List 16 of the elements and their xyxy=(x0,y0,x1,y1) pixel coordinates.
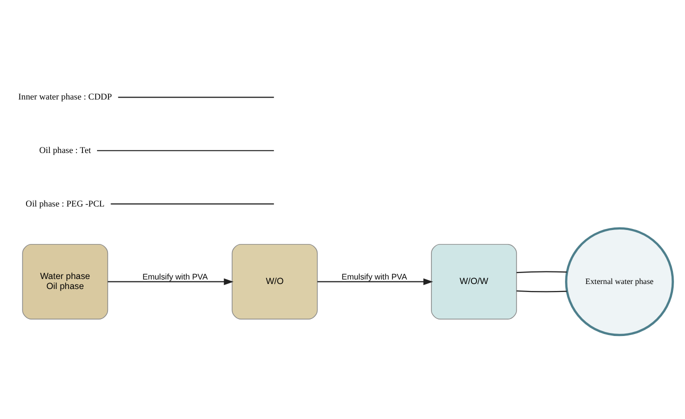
node-box: W/O xyxy=(232,244,318,320)
node-circle: External water phase xyxy=(565,227,674,336)
node-box: W/O/W xyxy=(431,244,517,320)
connector xyxy=(118,96,274,98)
edge-label: Emulsify with PVA xyxy=(142,272,208,282)
arrow xyxy=(317,278,434,286)
node-text: Oil phase : PEG -PCL xyxy=(26,198,105,208)
edge-label: Emulsify with PVA xyxy=(342,272,408,282)
arrow xyxy=(108,278,234,286)
node-box: Water phase Oil phase xyxy=(22,244,108,320)
node-text: Oil phase : Tet xyxy=(39,144,91,155)
connector xyxy=(516,271,567,274)
connector xyxy=(516,290,567,292)
connector xyxy=(97,150,274,152)
connector xyxy=(110,203,274,204)
node-text: Inner water phase : CDDP xyxy=(18,92,112,102)
